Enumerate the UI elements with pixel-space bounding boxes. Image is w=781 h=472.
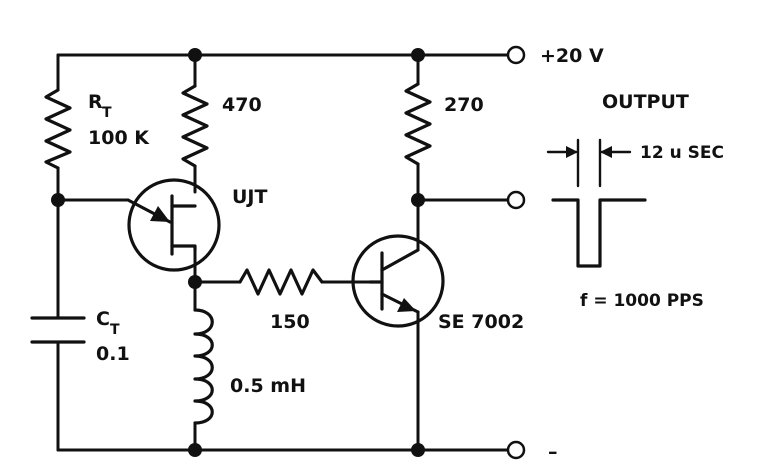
rt-sub-label: T — [102, 105, 112, 121]
ujt-label: UJT — [232, 186, 267, 208]
ct-name-label: C — [96, 308, 110, 330]
resistor-270 — [404, 82, 432, 166]
capacitor-ct — [30, 316, 86, 344]
ujt-b1-lead — [170, 244, 197, 252]
terminal-negative — [506, 440, 526, 460]
output-pulse-waveform — [551, 198, 647, 268]
inductor-value-label: 0.5 mH — [230, 375, 306, 397]
rt-name-label: R — [88, 91, 103, 113]
resistor-rt — [44, 88, 72, 170]
resistor-150 — [238, 268, 324, 296]
frequency-label: f = 1000 PPS — [580, 291, 704, 311]
terminal-positive — [506, 45, 526, 65]
junction-nodes — [51, 48, 425, 457]
positive-terminal-label: +20 V — [540, 45, 604, 67]
node-emitter — [51, 193, 65, 207]
r150-value-label: 150 — [270, 311, 310, 333]
rt-value-label: 100 K — [88, 127, 150, 149]
node-b1 — [188, 275, 202, 289]
r270-value-label: 270 — [444, 94, 484, 116]
resistor-470 — [181, 84, 209, 168]
pulse-width-right-arrowhead — [600, 146, 612, 158]
npn-transistor-symbol — [351, 234, 445, 328]
node-bottom-inductor — [188, 443, 202, 457]
r470-value-label: 470 — [222, 94, 262, 116]
node-bottom-emitter — [411, 443, 425, 457]
ujt-emitter-arrow — [150, 206, 170, 222]
node-top-270 — [411, 48, 425, 62]
node-output — [411, 193, 425, 207]
output-title: OUTPUT — [602, 91, 689, 113]
ct-sub-label: T — [110, 322, 120, 338]
ujt-symbol — [126, 178, 221, 272]
transistor-label: SE 7002 — [438, 311, 524, 333]
ct-value-label: 0.1 — [96, 343, 130, 365]
terminal-output — [506, 190, 526, 210]
pulse-width-marker — [546, 138, 632, 188]
negative-terminal-label: – — [548, 441, 558, 463]
pulse-width-label: 12 u SEC — [640, 143, 724, 163]
transistor-collector-lead — [380, 248, 420, 272]
ujt-envelope — [127, 178, 221, 272]
node-top-470 — [188, 48, 202, 62]
transistor-emitter-arrow — [397, 298, 416, 312]
transistor-envelope — [351, 234, 445, 328]
pulse-width-left-arrowhead — [566, 146, 578, 158]
inductor-symbol — [193, 308, 214, 425]
